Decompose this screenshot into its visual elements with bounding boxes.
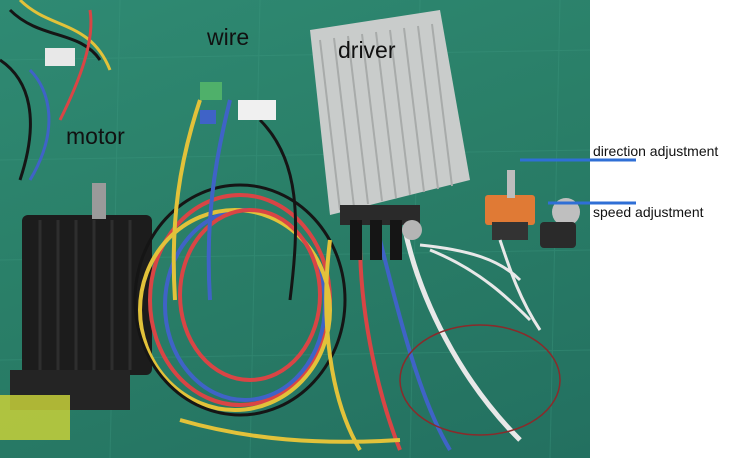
photo-drawing: [0, 0, 590, 458]
connector-blue: [200, 110, 216, 124]
motor-body: [0, 183, 152, 440]
product-photo: [0, 0, 590, 458]
label-direction-adjustment: direction adjustment: [593, 143, 719, 159]
thin-red-wire: [399, 324, 561, 436]
wire-bundle: [133, 99, 522, 452]
direction-switch: [485, 170, 535, 240]
speed-potentiometer: [540, 198, 580, 248]
label-driver: driver: [338, 37, 396, 63]
driver-heatsink: [310, 10, 470, 260]
connector-white-left: [45, 48, 75, 66]
control-wires: [419, 239, 542, 331]
label-motor: motor: [66, 123, 125, 149]
label-speed-adjustment: speed adjustment: [593, 204, 704, 220]
connector-white: [238, 100, 276, 120]
label-wire: wire: [207, 24, 250, 50]
top-left-cables: [0, 0, 112, 181]
connector-green: [200, 82, 222, 100]
